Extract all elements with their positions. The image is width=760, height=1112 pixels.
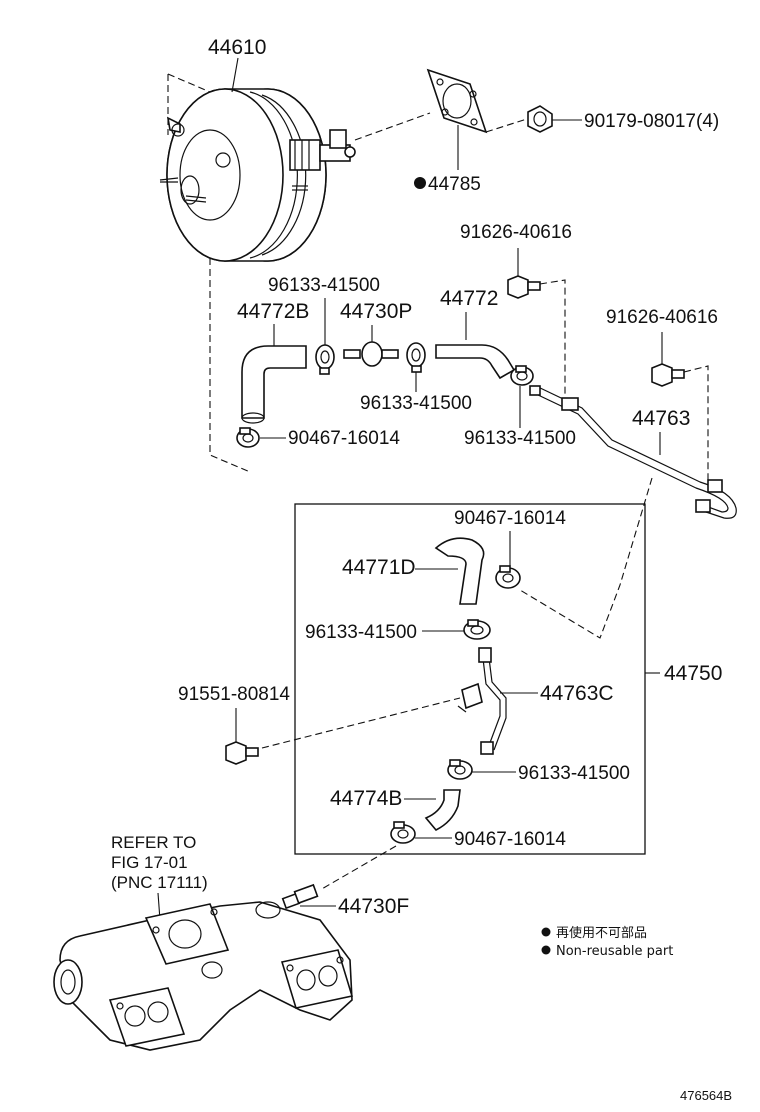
bolt-91626-top bbox=[507, 248, 566, 400]
label-44772: 44772 bbox=[440, 287, 498, 310]
label-44730P: 44730P bbox=[340, 300, 412, 323]
label-44771D: 44771D bbox=[342, 556, 416, 579]
hose-44772B bbox=[241, 345, 307, 424]
refer-line2: FIG 17-01 bbox=[111, 853, 188, 872]
label-44763: 44763 bbox=[632, 407, 690, 430]
refer-line1: REFER TO bbox=[111, 833, 196, 852]
legend-dot-1 bbox=[541, 927, 551, 937]
label-90467-a: 90467-16014 bbox=[288, 428, 400, 449]
gasket-44785 bbox=[426, 68, 531, 170]
label-44730F: 44730F bbox=[338, 895, 409, 918]
union-44730F bbox=[281, 883, 336, 910]
label-44610: 44610 bbox=[208, 36, 266, 59]
clamp-96133-b bbox=[406, 342, 426, 392]
diagram-code: 476564B bbox=[680, 1088, 732, 1103]
clamp-96133-d bbox=[463, 619, 491, 640]
clamp-96133-c bbox=[510, 365, 534, 428]
legend-dot-2 bbox=[541, 945, 551, 955]
label-44785: 44785 bbox=[428, 174, 481, 195]
clamp-96133-e bbox=[447, 759, 516, 780]
label-90467-b: 90467-16014 bbox=[454, 508, 566, 529]
pipe-44763 bbox=[529, 385, 737, 519]
hose-44772 bbox=[435, 344, 516, 380]
bolt-91551 bbox=[225, 697, 461, 765]
clamp-96133-a bbox=[315, 344, 335, 375]
label-96133-b: 96133-41500 bbox=[360, 393, 472, 414]
hose-44774B bbox=[424, 789, 461, 831]
clip-90467-c bbox=[390, 821, 452, 844]
intake-manifold bbox=[53, 901, 354, 1051]
pipe-44763C bbox=[457, 647, 507, 755]
clip-90467-a bbox=[236, 427, 286, 448]
assembly-box-44750 bbox=[294, 503, 646, 855]
label-91551: 91551-80814 bbox=[178, 684, 290, 705]
label-96133-c: 96133-41500 bbox=[464, 428, 576, 449]
label-91626-top: 91626-40616 bbox=[460, 222, 572, 243]
label-44750: 44750 bbox=[664, 662, 722, 685]
legend-line1: 再使用不可部品 bbox=[556, 925, 647, 941]
label-96133-d: 96133-41500 bbox=[305, 622, 417, 643]
hose-44771D bbox=[434, 537, 485, 605]
label-96133-e: 96133-41500 bbox=[518, 763, 630, 784]
brake-booster-44610 bbox=[159, 57, 431, 262]
nut-90179 bbox=[527, 105, 582, 133]
bolt-91626-right bbox=[651, 332, 709, 480]
label-44774B: 44774B bbox=[330, 787, 402, 810]
non-reusable-dot bbox=[414, 177, 426, 189]
label-44772B: 44772B bbox=[237, 300, 309, 323]
legend-line2: Non-reusable part bbox=[556, 944, 673, 959]
label-91626-right: 91626-40616 bbox=[606, 307, 718, 328]
label-90467-c: 90467-16014 bbox=[454, 829, 566, 850]
clip-90467-b bbox=[495, 565, 521, 589]
refer-line3: (PNC 17111) bbox=[111, 873, 208, 892]
check-valve-44730P bbox=[343, 341, 399, 367]
label-96133-a: 96133-41500 bbox=[268, 275, 380, 296]
label-90179: 90179-08017(4) bbox=[584, 111, 719, 132]
label-44763C: 44763C bbox=[540, 682, 614, 705]
